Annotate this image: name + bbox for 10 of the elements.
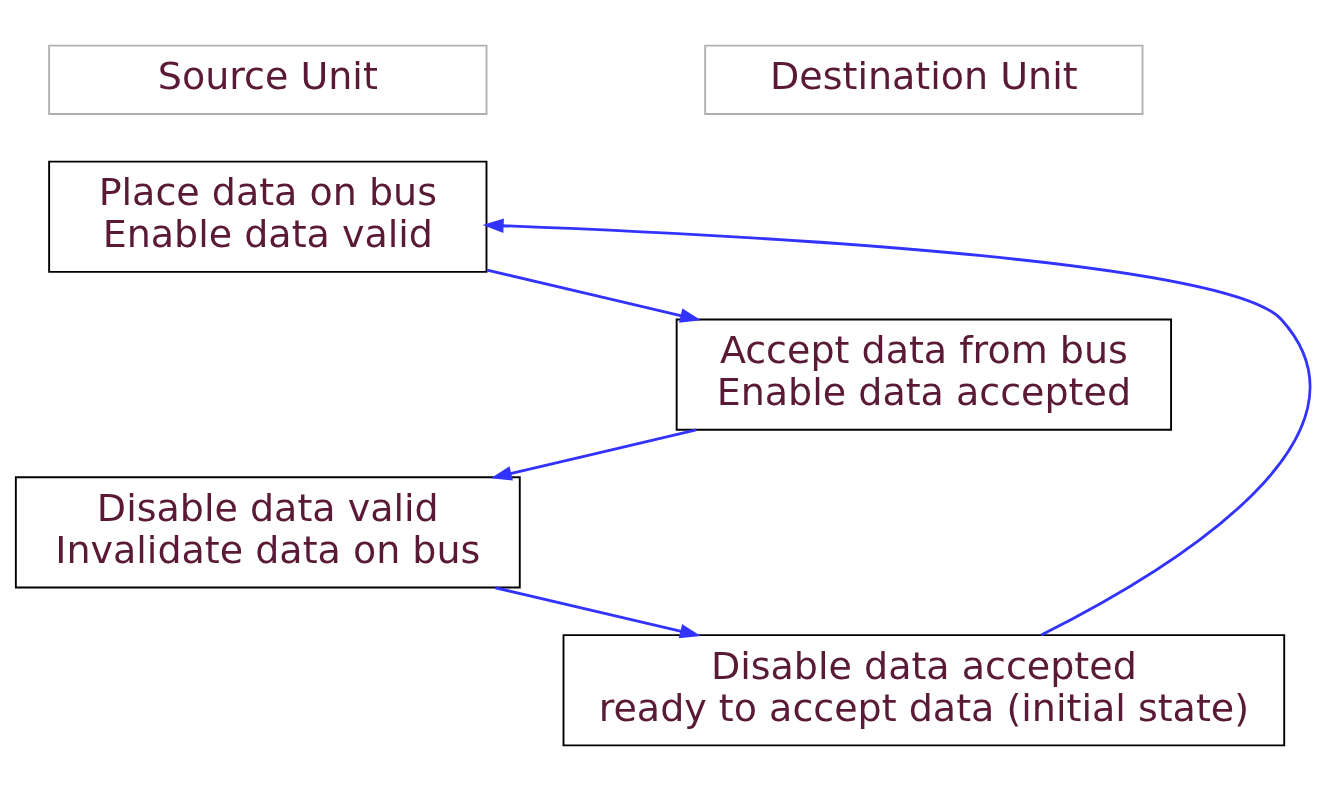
node-box: Place data on bus Enable data valid [48, 160, 488, 273]
node-box: Disable data valid Invalidate data on bus [14, 475, 521, 588]
node-box: Destination Unit [704, 44, 1144, 115]
node-box: Accept data from bus Enable data accepted [675, 318, 1172, 431]
arrow [482, 217, 1311, 636]
node-box: Source Unit [48, 44, 488, 115]
node-box: Disable data accepted ready to accept data (initial state) [562, 633, 1286, 746]
arrow [490, 428, 697, 480]
arrow [495, 585, 701, 638]
arrow [486, 268, 702, 323]
